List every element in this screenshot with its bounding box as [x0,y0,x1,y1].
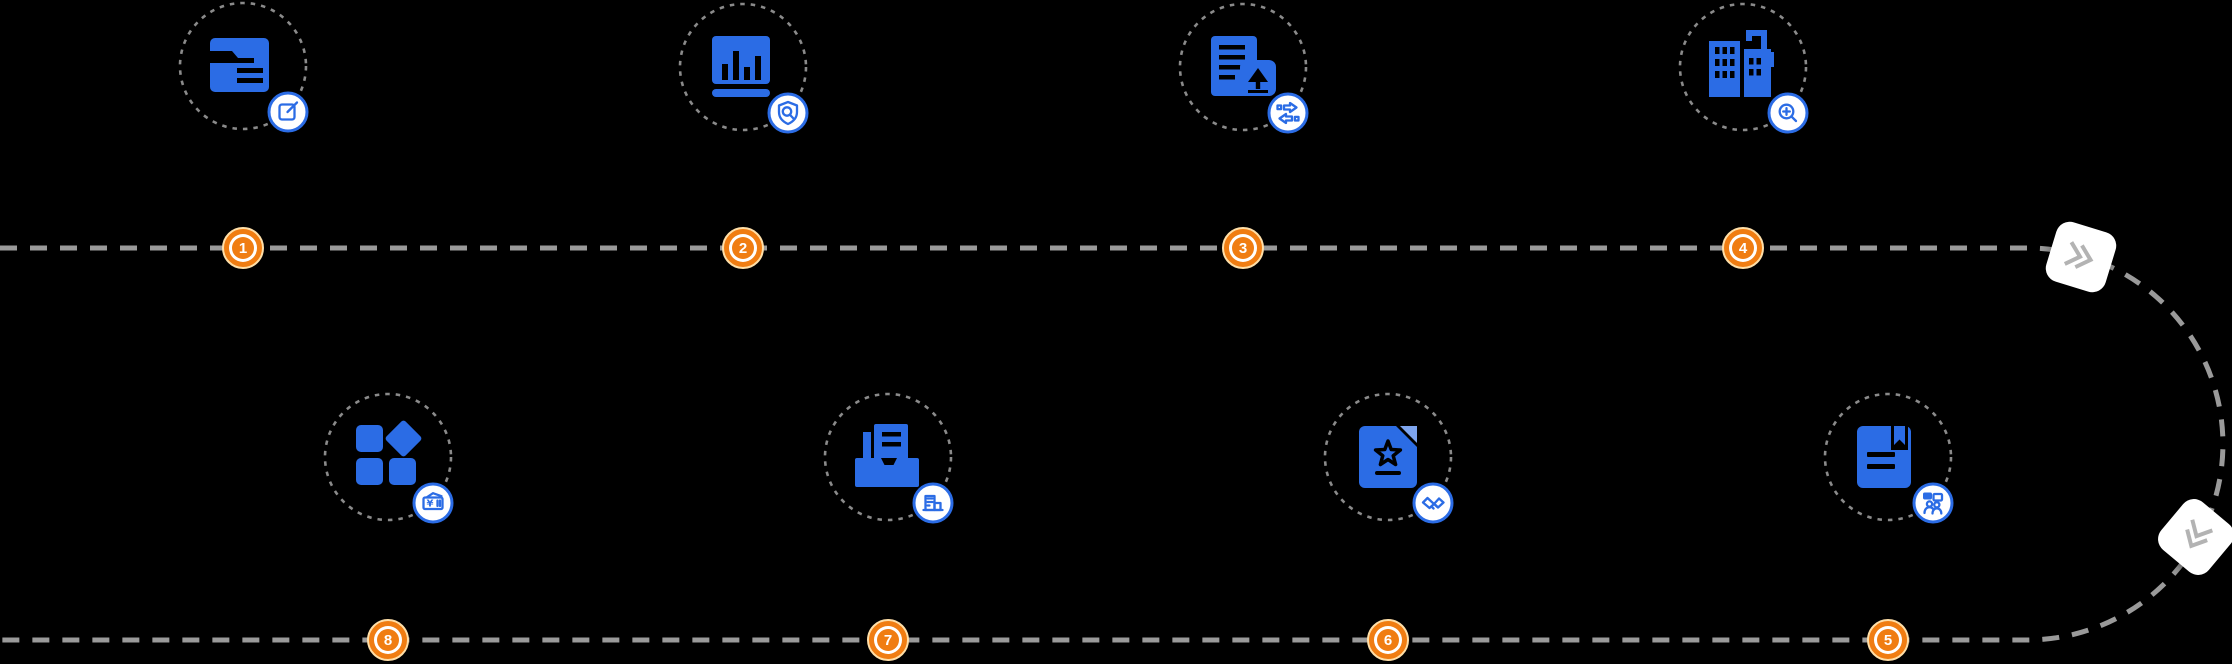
step-7-dashed-circle [823,392,953,522]
step-marker-8: 8 [367,619,409,661]
step-4-dashed-circle [1678,2,1808,132]
step-5-dashed-circle [1823,392,1953,522]
step-3-dashed-circle [1178,2,1308,132]
step-5 [1793,362,1983,552]
flow-down-button[interactable] [2152,493,2232,581]
money-icon: ¥ [412,482,454,524]
step-3 [1148,0,1338,162]
document-upload-icon [1211,36,1276,96]
step-number: 8 [377,629,399,651]
step-2 [648,0,838,162]
step-marker-1: 1 [222,227,264,269]
certificate-star-icon [1359,426,1417,488]
flow-forward-button[interactable] [2042,218,2120,296]
step-number: 5 [1877,629,1899,651]
step-4 [1648,0,1838,162]
step-number: 1 [232,237,254,259]
step-1 [148,0,338,161]
buildings-icon [1709,30,1774,97]
step-2-dashed-circle [678,2,808,132]
archive-box-icon [855,424,919,487]
step-1-dashed-circle [178,1,308,131]
shield-search-icon [767,92,809,134]
meeting-icon [1912,482,1954,524]
step-number: 3 [1232,237,1254,259]
step-number: 2 [732,237,754,259]
step-marker-3: 3 [1222,227,1264,269]
step-6-dashed-circle [1323,392,1453,522]
step-marker-2: 2 [722,227,764,269]
step-6 [1293,362,1483,552]
step-8: ¥ [293,362,483,552]
step-marker-5: 5 [1867,619,1909,661]
step-number: 6 [1377,629,1399,651]
handshake-icon [1412,482,1454,524]
transfer-arrows-icon [1267,92,1309,134]
step-7 [793,362,983,552]
step-8-dashed-circle [323,392,453,522]
notebook-icon [1857,426,1911,488]
step-marker-4: 4 [1722,227,1764,269]
zoom-in-icon [1767,92,1809,134]
step-number: 4 [1732,237,1754,259]
building-icon [912,482,954,524]
double-chevron-down-icon [2185,519,2214,549]
step-marker-7: 7 [867,619,909,661]
step-marker-6: 6 [1367,619,1409,661]
step-number: 7 [877,629,899,651]
modules-grid-icon [356,420,422,485]
flow-dashed-path [0,245,2226,643]
edit-icon [267,91,309,133]
chart-monitor-icon [712,36,770,97]
svg-text:¥: ¥ [427,499,434,510]
folder-edit-icon [210,38,269,92]
double-chevron-right-icon [2063,241,2094,269]
